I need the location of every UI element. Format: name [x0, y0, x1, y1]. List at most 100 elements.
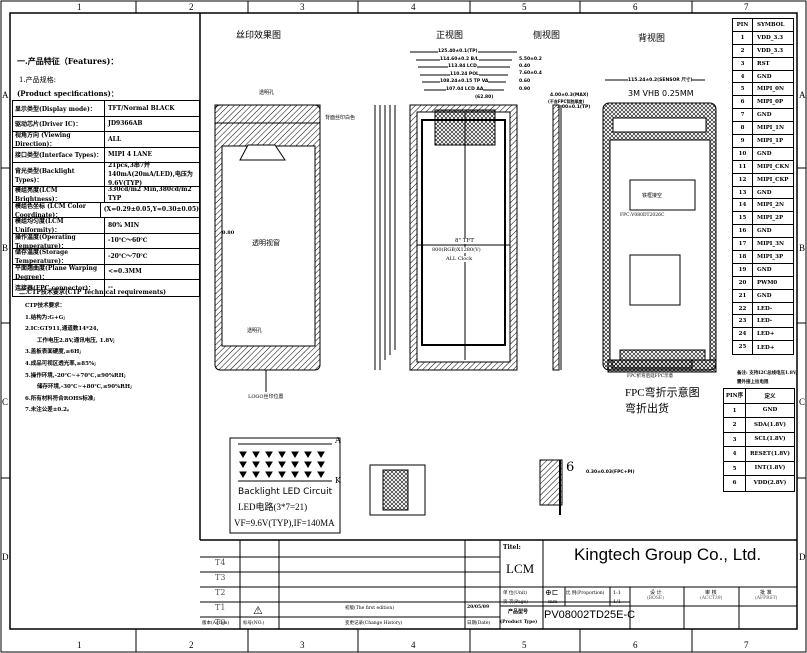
pin-number: 1	[733, 31, 753, 44]
panel-viewing: ALL Clock	[446, 256, 473, 262]
spec-row: 操作温度(Operating Temperature)：-10℃～60℃	[13, 233, 199, 250]
back-view	[602, 79, 717, 373]
pin-symbol: GND	[757, 189, 772, 196]
pin-symbol: VDD_3.3	[757, 34, 784, 41]
spec-table: 显示类型(Display mode)：TFT/Normal BLACK 驱动芯片…	[12, 100, 200, 297]
pin-symbol: GND	[757, 73, 772, 80]
fpc-bend-title: FPC弯折示意图	[625, 387, 700, 399]
ctp-pin-header: PIN序	[724, 389, 746, 403]
spec-value: (X=0.29±0.05,Y=0.30±0.05)	[103, 206, 199, 214]
pin-number: 21	[733, 289, 753, 302]
pin-number: 4	[733, 70, 753, 83]
grid-col-4-bottom: 4	[411, 640, 416, 650]
pin-symbol: GND	[757, 266, 772, 273]
rdim-3: 0.60	[519, 79, 531, 84]
first-edition: 初版(The first edition)	[345, 606, 395, 611]
pin-symbol: GND	[757, 112, 772, 119]
pin-number: 2	[733, 44, 753, 57]
unit-value: mm	[548, 599, 558, 605]
warning-icon: ⚠	[253, 604, 263, 617]
product-type-label: 产品型号	[508, 609, 529, 615]
grid-row-b: B	[2, 243, 9, 253]
ctp-pin-number: 2	[724, 418, 746, 432]
spec-value: -10℃～60℃	[108, 237, 148, 245]
pin-number: 20	[733, 276, 753, 289]
pin-number: 7	[733, 109, 753, 122]
scale-label: 比 例(Proportion)	[566, 591, 605, 596]
side-dim-tp: 3.00±0.1(TP)	[557, 105, 591, 110]
pin-symbol: MIPI_1N	[757, 125, 784, 132]
pin-number: 8	[733, 122, 753, 135]
grid-row-c-right: C	[799, 397, 806, 407]
ctp-req-line: 5.操作环境,-20℃~+70℃,≤90%RH;	[25, 372, 126, 379]
product-spec-label: 1.产品规格:	[19, 76, 57, 84]
cathode-label: K	[335, 476, 341, 485]
approve-name: (AFPRST)	[755, 596, 778, 601]
pin-number: 10	[733, 147, 753, 160]
dim-tp: 125.40±0.1(TP)	[438, 49, 478, 54]
fpc-thickness: 0.30±0.03(FPC+PI)	[586, 470, 635, 475]
pin-number: 6	[733, 96, 753, 109]
pin-row: 2 VDD_3.3	[733, 44, 793, 58]
features-title: 一.产品特征（Features)：	[17, 56, 119, 66]
fpc-bend-sub: 弯折出货	[625, 403, 669, 415]
grid-col-6-bottom: 6	[633, 640, 638, 650]
action-label: 版本(Action)	[202, 621, 230, 626]
silk-dim: 0.80	[222, 230, 235, 236]
spec-row: 储存温度(Storage Temperature)：-20℃～70℃	[13, 249, 199, 265]
approve-label: 批 准	[760, 590, 772, 596]
dim-bl: 114.60±0.2 B/L	[440, 57, 479, 62]
spec-row: 平面翘曲度(Plane Warping Degree)：<=0.3MM	[13, 264, 199, 281]
ctp-req-line: 2.IC:GT911,通道数14*24,	[25, 326, 99, 333]
grid-col-1-bottom: 1	[77, 640, 82, 650]
edition-date: 20/05/09	[467, 605, 490, 610]
spec-value: JD9366AB	[108, 120, 143, 128]
spec-value: MIPI 4 LANE	[108, 151, 153, 159]
rev-t3: T3	[215, 573, 226, 582]
ctp-pin-def: VDD(2.8V)	[753, 480, 787, 487]
grid-row-d-right: D	[799, 552, 806, 562]
symbol-header: SYMBOL	[757, 21, 785, 28]
spec-key: 背光类型(Backlight Types)：	[13, 163, 105, 186]
iron-frame-label: 铁框接空	[642, 193, 663, 199]
backlight-title: Backlight LED Circuit	[238, 487, 333, 497]
pin-header: PIN	[733, 19, 753, 31]
spec-row: 背光类型(Backlight Types)：21pcs,3串7并140mA(20…	[13, 162, 199, 187]
transparent-hole-label: 透明孔	[259, 90, 275, 96]
back-sensor-dim: 115.24±0.2(SENSOR 尺寸)	[628, 77, 693, 83]
product-type-label-en: (Product Type)	[500, 620, 538, 625]
spec-key: 储存温度(Storage Temperature)：	[13, 249, 105, 265]
grid-row-c: C	[2, 397, 9, 407]
unit-label: 单 位(Unit)	[503, 591, 527, 596]
ctp-req-list: CTP技术要求： 1.结构为:G+G; 2.IC:GT911,通道数14*24,…	[25, 301, 132, 417]
back-white-label: 背面丝印白色	[325, 115, 356, 121]
pin-number: 25	[733, 341, 753, 355]
pin-number: 19	[733, 263, 753, 276]
pin-symbol: MIPI_CKP	[757, 176, 789, 183]
grid-col-3: 3	[300, 2, 305, 12]
change-history-label: 变更记录(Change History)	[345, 621, 403, 626]
pin-number: 23	[733, 315, 753, 328]
side-view	[552, 104, 562, 371]
pin-number: 13	[733, 186, 753, 199]
panel-size: 8" TFT	[455, 238, 474, 244]
pin-symbol: LED-	[757, 318, 773, 325]
pin-number: 24	[733, 328, 753, 341]
spec-key: 平面翘曲度(Plane Warping Degree)：	[13, 264, 105, 281]
titel-label: Titel:	[503, 544, 521, 551]
pin-symbol: VDD_3.3	[757, 47, 784, 54]
rdim-1: 0.40	[519, 64, 531, 69]
grid-col-7-bottom: 7	[744, 640, 749, 650]
back-view-title: 背视图	[638, 34, 666, 44]
pin-number: 22	[733, 302, 753, 315]
